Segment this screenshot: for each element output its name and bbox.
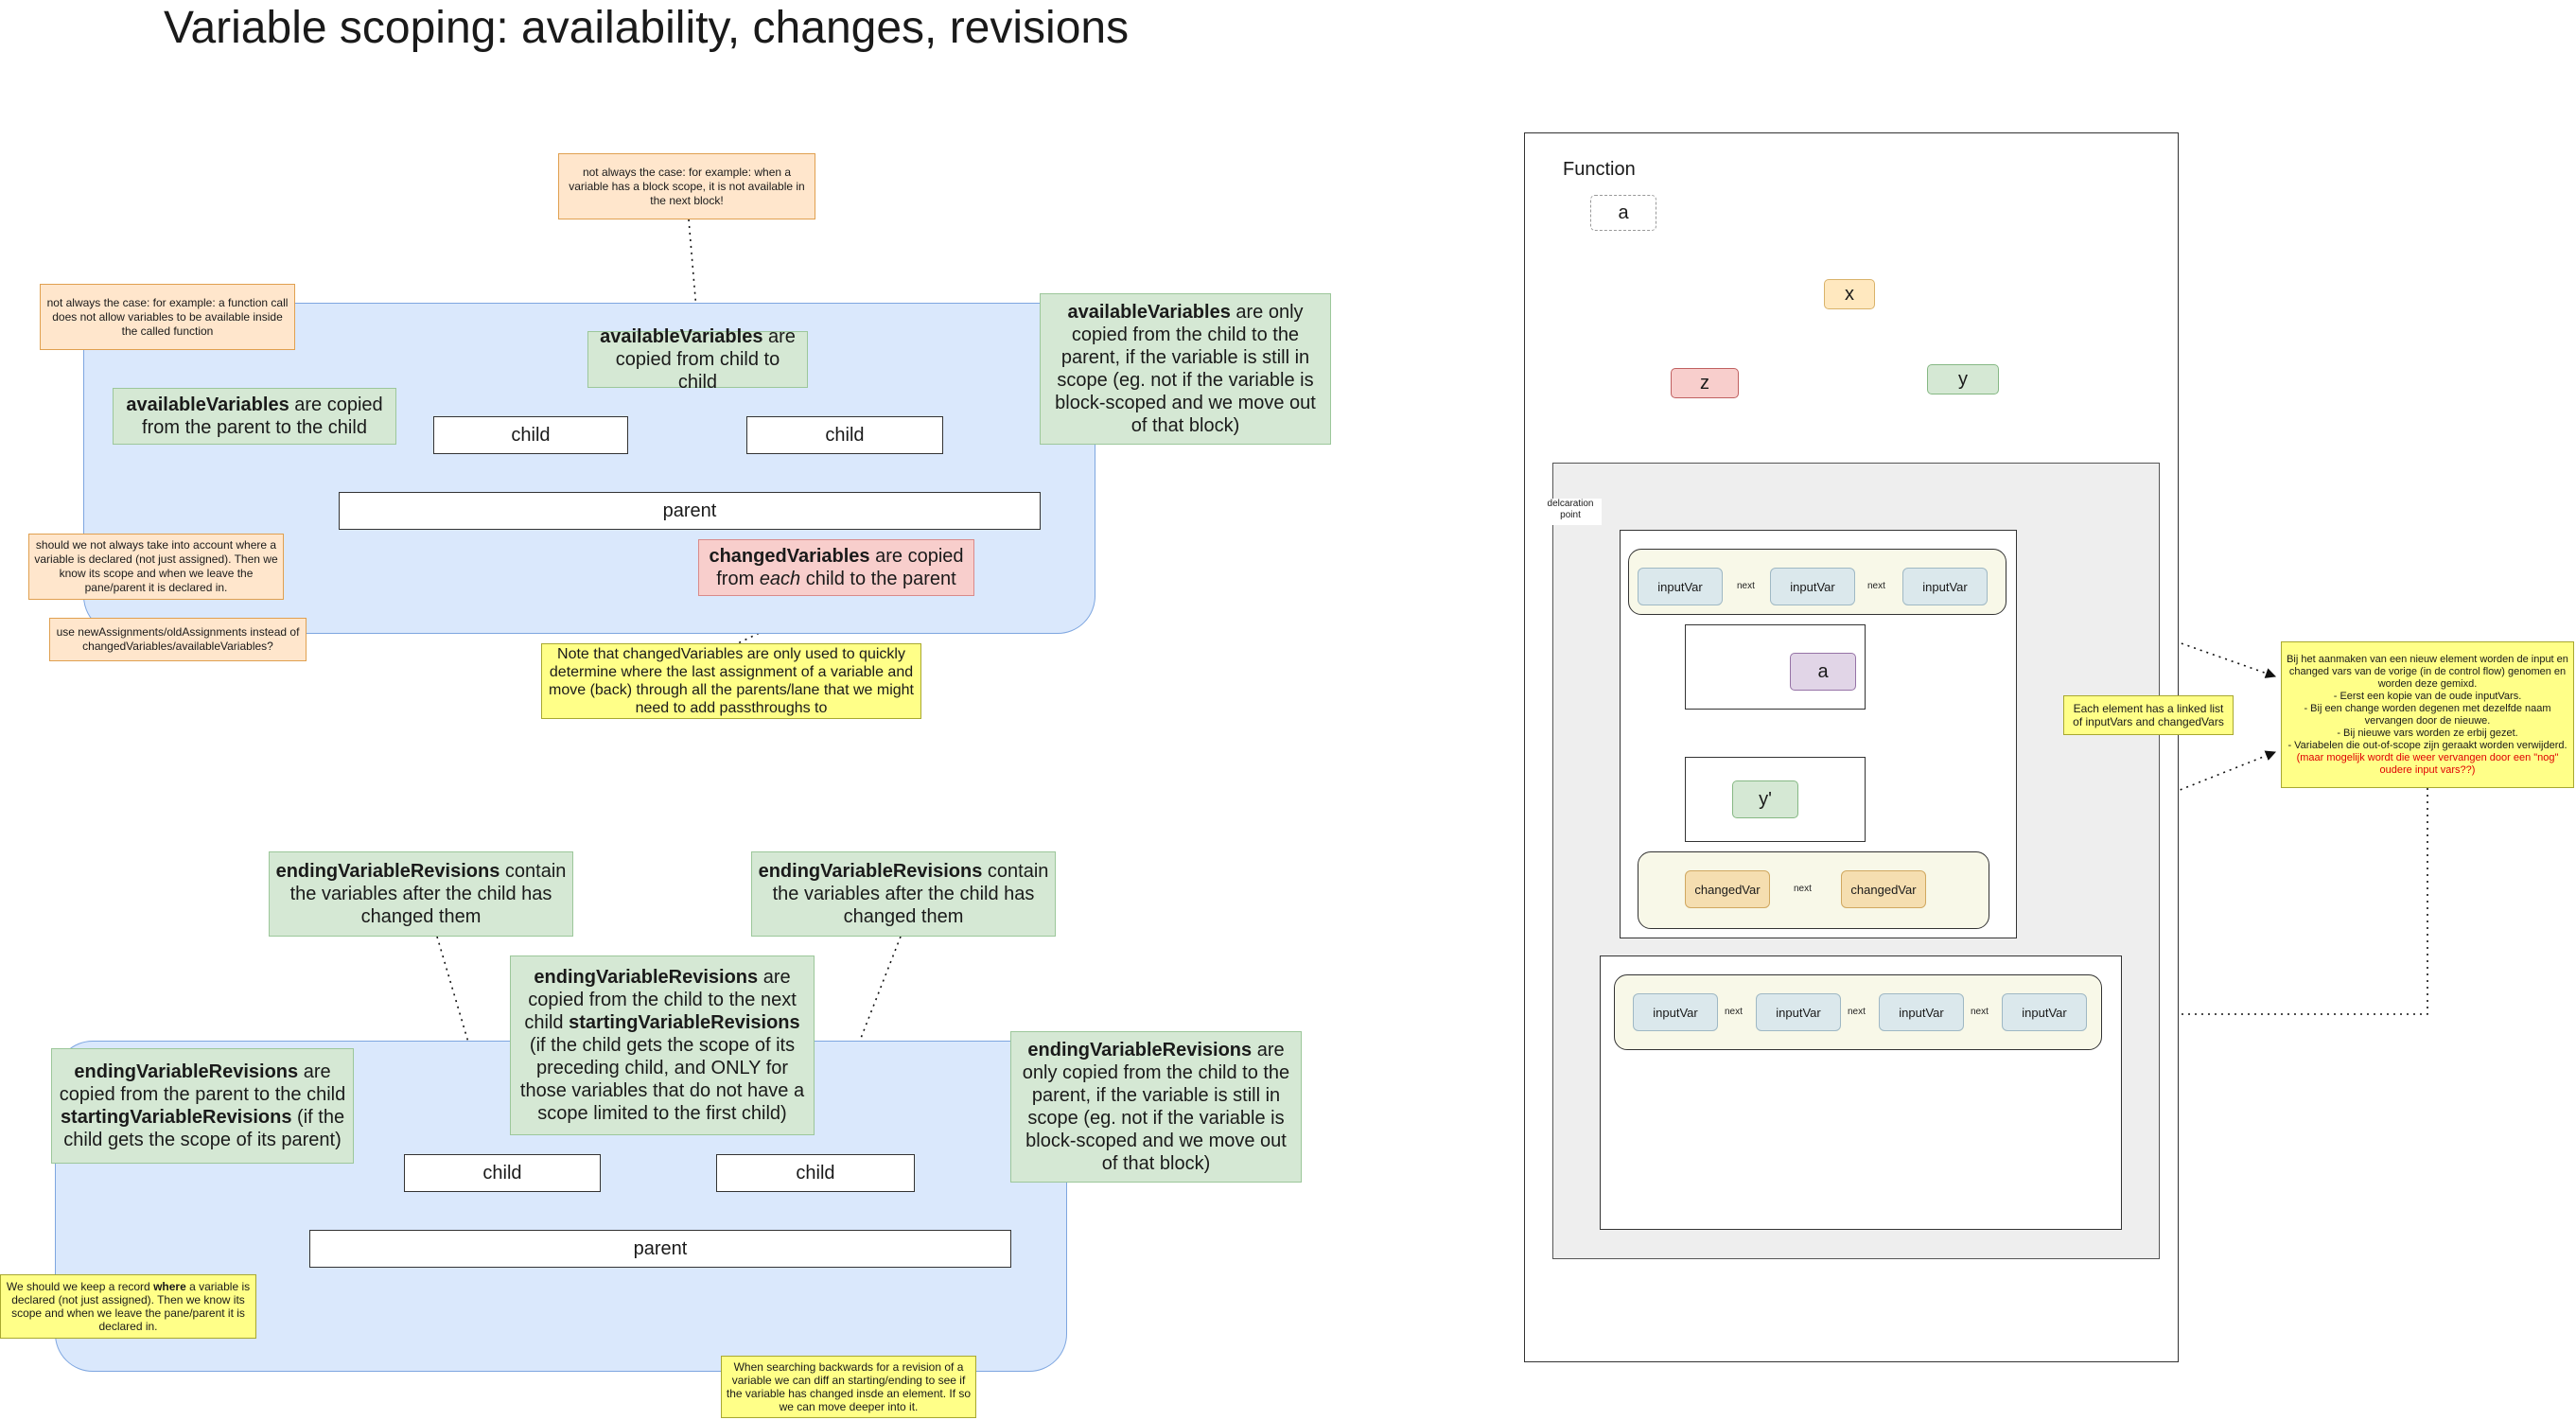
note-searching-backwards: When searching backwards for a revision …	[721, 1356, 976, 1418]
next-label: next	[1867, 581, 1885, 591]
next-label: next	[1794, 884, 1812, 894]
note-available-child-to-child: availableVariables are copied from child…	[587, 326, 808, 393]
input-var-chip[interactable]: inputVar	[1638, 568, 1723, 605]
var-x[interactable]: x	[1824, 279, 1875, 309]
note-element-creation: Bij het aanmaken van een nieuw element w…	[2281, 641, 2574, 788]
var-a-declared[interactable]: a	[1790, 653, 1856, 691]
note-ending-from-parent: endingVariableRevisions are copied from …	[51, 1048, 354, 1164]
bottom-child-left[interactable]: child	[404, 1154, 601, 1192]
var-y[interactable]: y	[1927, 364, 1999, 394]
bottom-child-right[interactable]: child	[716, 1154, 915, 1192]
note-function-scope: not always the case: for example: a func…	[40, 284, 295, 350]
top-child-right[interactable]: child	[746, 416, 943, 454]
top-child-left[interactable]: child	[433, 416, 628, 454]
page-title: Variable scoping: availability, changes,…	[164, 3, 1130, 53]
next-label: next	[1737, 581, 1755, 591]
top-parent[interactable]: parent	[339, 492, 1041, 530]
note-new-assignments: use newAssignments/oldAssignments instea…	[49, 618, 307, 661]
note-arrow	[2103, 788, 2428, 1020]
input-var-chip[interactable]: inputVar	[1770, 568, 1855, 605]
note-ending-child-to-child: endingVariableRevisions are copied from …	[510, 955, 815, 1135]
var-z[interactable]: z	[1671, 368, 1739, 398]
note-ending-to-parent: endingVariableRevisions are only copied …	[1010, 1031, 1302, 1183]
var-a-undeclared[interactable]: a	[1590, 195, 1656, 231]
next-label: next	[1971, 1007, 1989, 1017]
next-label: next	[1848, 1007, 1866, 1017]
note-record-where: We should we keep a record where a varia…	[0, 1274, 256, 1339]
note-changed-usage: Note that changedVariables are only used…	[541, 643, 921, 719]
bottom-parent[interactable]: parent	[309, 1230, 1011, 1268]
input-var-chip[interactable]: inputVar	[2002, 993, 2087, 1031]
function-label: Function	[1563, 159, 1636, 180]
input-var-chip[interactable]: inputVar	[1756, 993, 1841, 1031]
changed-var-chip[interactable]: changedVar	[1841, 870, 1926, 908]
note-linked-list: Each element has a linked list of inputV…	[2063, 695, 2234, 735]
changed-var-chip[interactable]: changedVar	[1685, 870, 1770, 908]
next-label: next	[1725, 1007, 1743, 1017]
note-declared-scope: should we not always take into account w…	[28, 534, 284, 600]
input-var-chip[interactable]: inputVar	[1633, 993, 1718, 1031]
declaration-point-label: delcaration point	[1539, 499, 1602, 525]
input-var-chip[interactable]: inputVar	[1879, 993, 1964, 1031]
note-ending-contain-left: endingVariableRevisions contain the vari…	[269, 851, 573, 937]
var-y-prime[interactable]: y'	[1732, 780, 1798, 818]
note-available-from-parent: availableVariables are copied from the p…	[113, 388, 396, 445]
note-changed-to-parent: changedVariables are copied from each ch…	[698, 539, 974, 596]
note-ending-contain-right: endingVariableRevisions contain the vari…	[751, 851, 1056, 937]
note-available-to-parent: availableVariables are only copied from …	[1040, 293, 1331, 445]
input-var-chip[interactable]: inputVar	[1902, 568, 1988, 605]
note-block-scope: not always the case: for example: when a…	[558, 153, 815, 219]
